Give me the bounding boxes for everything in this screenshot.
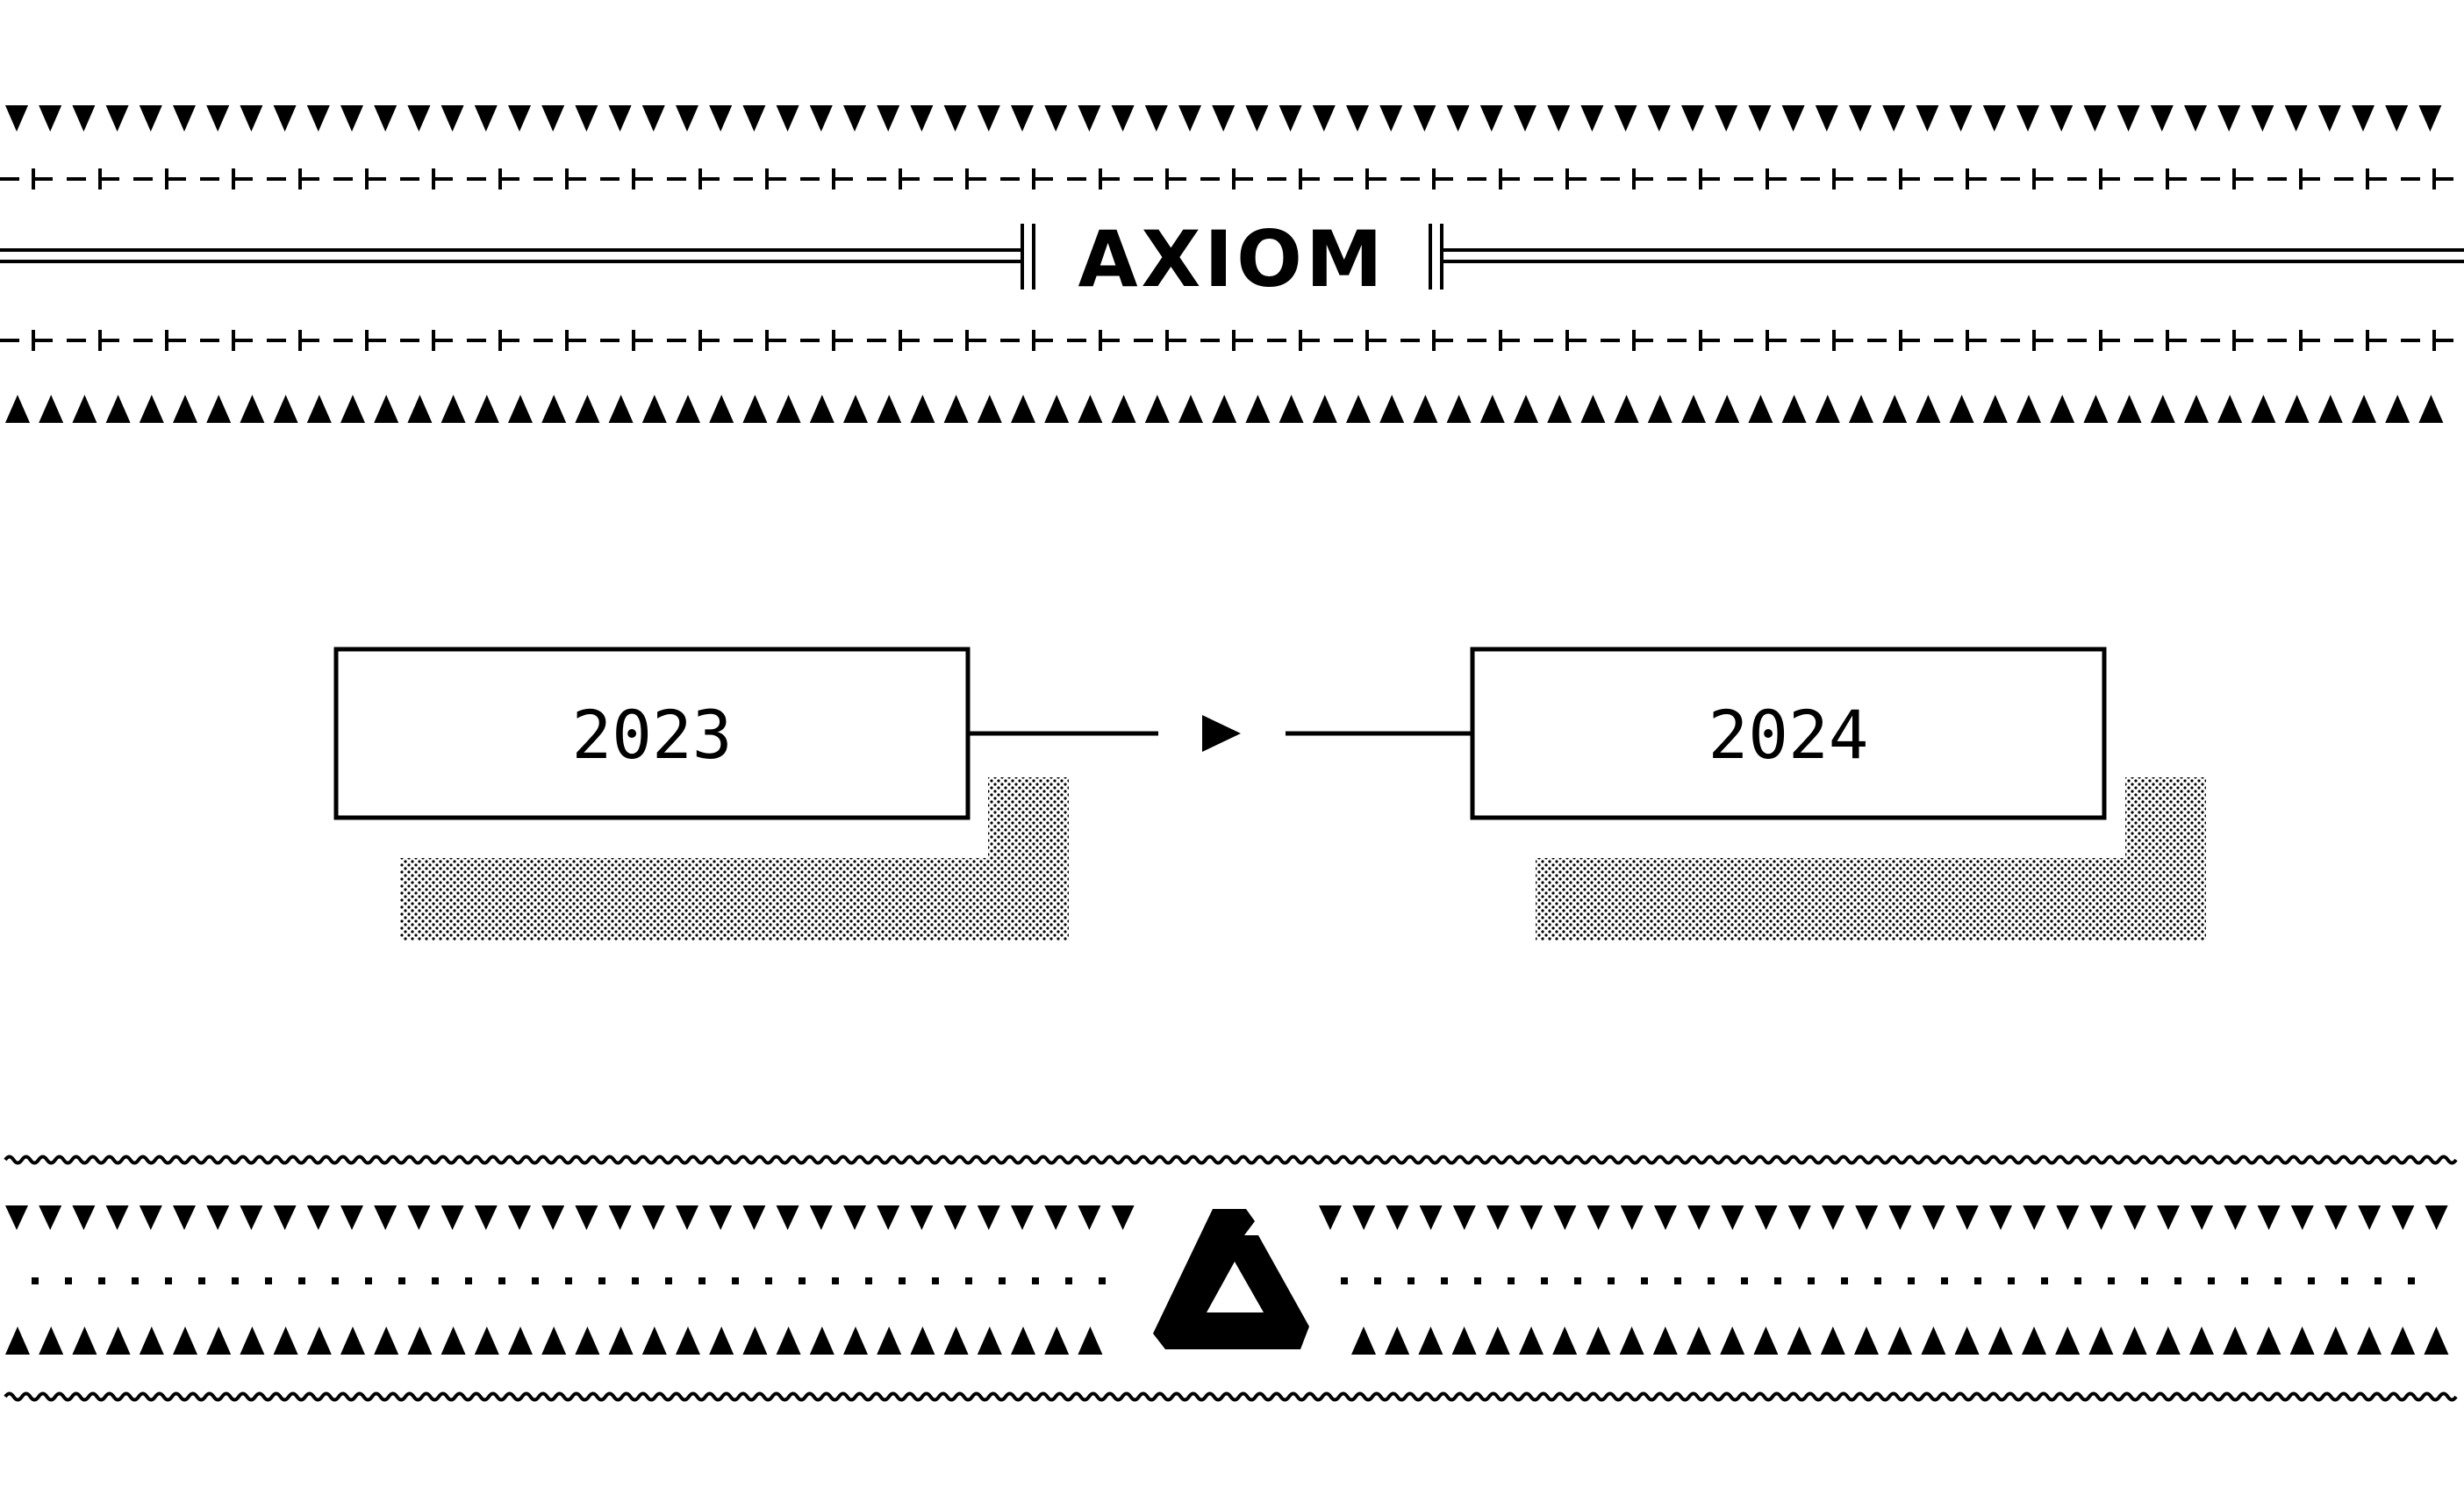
year-card-from-box (333, 647, 971, 820)
year-card-from-shadow (400, 777, 1069, 940)
header-rule (0, 224, 2464, 290)
timeline-connector (968, 715, 1472, 752)
top-border-pattern (0, 105, 2464, 423)
brand-title: AXIOM (1078, 214, 1386, 304)
year-to-label: 2024 (1708, 696, 1868, 774)
year-card-to-shadow (1536, 777, 2206, 940)
axiom-triangle-logo-icon (1153, 1209, 1309, 1349)
year-from-label: 2023 (571, 696, 732, 774)
year-card-to-box (1470, 647, 2107, 820)
year-card-to: 2024 (1470, 647, 2206, 940)
play-arrow-icon (1202, 715, 1241, 752)
bottom-border-pattern (4, 1155, 2458, 1402)
year-card-from: 2023 (333, 647, 1069, 940)
